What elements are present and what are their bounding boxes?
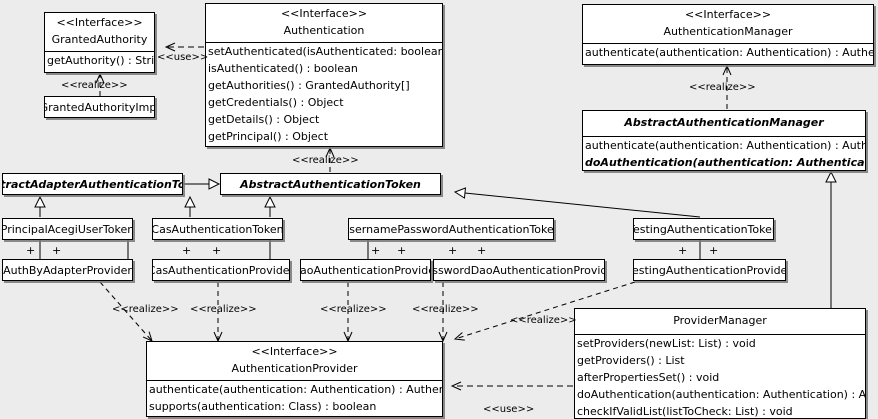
class-box-principal-acegi-user-token[interactable]: PrincipalAcegiUserToken — [2, 218, 133, 240]
edge-label-realize-abstractauthenticationtoken: <<realize>> — [292, 155, 359, 166]
association-marker: + — [448, 244, 458, 257]
edge-label-realize-grantedauthorityimpl: <<realize>> — [61, 80, 128, 91]
class-name-label: AbstractAdapterAuthenticationToken — [3, 177, 182, 191]
member-row: setAuthenticated(isAuthenticated: boolea… — [208, 45, 442, 58]
association-marker: + — [397, 244, 407, 257]
class-box-password-dao-authentication-provider[interactable]: PasswordDaoAuthenticationProvider — [433, 259, 605, 281]
class-name-label: CasAuthenticationToken — [152, 222, 283, 236]
edge-label-realize-authbyadapter: <<realize>> — [112, 304, 179, 315]
edge-label-realize-cas: <<realize>> — [190, 304, 257, 315]
association-marker: + — [52, 244, 62, 257]
class-name-label: AuthenticationManager — [663, 25, 793, 38]
stereotype-label: <<Interface>> — [684, 8, 772, 21]
association-marker: + — [678, 244, 688, 257]
member-row: getAuthority() : String — [47, 54, 155, 67]
member-row: getAuthorities() : GrantedAuthority[] — [208, 79, 410, 92]
class-name-label: TestingAuthenticationProvider — [633, 263, 786, 277]
class-box-provider-manager[interactable]: ProviderManager setProviders(newList: Li… — [574, 308, 866, 419]
association-marker: + — [371, 244, 381, 257]
class-box-auth-by-adapter-provider[interactable]: AuthByAdapterProvider — [2, 259, 133, 281]
class-box-authentication-provider[interactable]: <<Interface>> AuthenticationProvider aut… — [146, 341, 443, 417]
class-box-cas-authentication-provider[interactable]: CasAuthenticationProvider — [152, 259, 290, 281]
class-box-testing-authentication-provider[interactable]: TestingAuthenticationProvider — [633, 259, 786, 281]
members-compartment: setProviders(newList: List) : void getPr… — [575, 334, 866, 418]
class-name-label: AbstractAuthenticationToken — [240, 177, 421, 191]
member-row: checkIfValidList(listToCheck: List) : vo… — [577, 405, 793, 418]
edge-label-use-authentication-grantedauthority: <<use>> — [157, 52, 209, 63]
class-name-label: GrantedAuthorityImpl — [44, 100, 155, 114]
class-name-label: AuthenticationProvider — [231, 362, 358, 375]
class-header-authentication-provider: <<Interface>> AuthenticationProvider — [147, 342, 442, 380]
member-row: authenticate(authentication: Authenticat… — [149, 383, 442, 396]
edge-label-use-providermanager-authenticationprovider: <<use>> — [483, 404, 535, 415]
association-marker: + — [477, 244, 487, 257]
edge-label-realize-abstractauthenticationmanager: <<realize>> — [689, 82, 756, 93]
member-row: authenticate(authentication: Authenticat… — [585, 46, 874, 59]
member-row: supports(authentication: Class) : boolea… — [149, 400, 377, 413]
member-row: getCredentials() : Object — [208, 96, 344, 109]
member-row: isAuthenticated() : boolean — [208, 62, 358, 75]
class-name-label: AuthByAdapterProvider — [3, 263, 132, 277]
member-row: authenticate(authentication: Authenticat… — [585, 139, 865, 152]
members-compartment: authenticate(authentication: Authenticat… — [147, 380, 442, 415]
stereotype-label: <<Interface>> — [251, 345, 338, 358]
class-name-label: UsernamePasswordAuthenticationToken — [348, 222, 554, 236]
association-marker: + — [182, 244, 192, 257]
class-box-cas-authentication-token[interactable]: CasAuthenticationToken — [152, 218, 283, 240]
class-box-testing-authentication-token[interactable]: TestingAuthenticationToken — [633, 218, 774, 240]
class-box-username-password-authentication-token[interactable]: UsernamePasswordAuthenticationToken — [348, 218, 554, 240]
association-marker: + — [212, 244, 222, 257]
stereotype-label: <<Interface>> — [56, 16, 143, 29]
class-name-label: AbstractAuthenticationManager — [624, 116, 824, 129]
class-header-abstract-authentication-manager: AbstractAuthenticationManager — [583, 111, 865, 134]
edge-label-realize-dao: <<realize>> — [320, 304, 387, 315]
class-box-granted-authority[interactable]: <<Interface>> GrantedAuthority getAuthor… — [44, 12, 155, 73]
member-row: afterPropertiesSet() : void — [577, 371, 720, 384]
member-row: getProviders() : List — [577, 354, 685, 367]
members-compartment: authenticate(authentication: Authenticat… — [583, 136, 865, 170]
class-name-label: GrantedAuthority — [51, 33, 148, 46]
edge-label-realize-testing: <<realize>> — [510, 315, 577, 326]
class-box-authentication-manager[interactable]: <<Interface>> AuthenticationManager auth… — [582, 4, 874, 65]
member-row: getPrincipal() : Object — [208, 130, 329, 143]
member-row: doAuthentication(authentication: Authent… — [577, 388, 866, 401]
class-box-abstract-adapter-authentication-token[interactable]: AbstractAdapterAuthenticationToken — [2, 173, 183, 195]
member-row: getDetails() : Object — [208, 113, 320, 126]
member-row: doAuthentication(authentication: Authent… — [585, 156, 865, 169]
association-marker: + — [709, 244, 719, 257]
class-name-label: Authentication — [283, 24, 365, 37]
class-name-label: DaoAuthenticationProvider — [300, 263, 430, 277]
class-name-label: CasAuthenticationProvider — [152, 263, 290, 277]
class-box-abstract-authentication-token[interactable]: AbstractAuthenticationToken — [220, 173, 441, 195]
class-header-authentication-manager: <<Interface>> AuthenticationManager — [583, 5, 873, 43]
class-header-provider-manager: ProviderManager — [575, 309, 865, 332]
members-compartment: getAuthority() : String — [45, 51, 154, 69]
class-header-authentication: <<Interface>> Authentication — [206, 4, 442, 42]
members-compartment: setAuthenticated(isAuthenticated: boolea… — [206, 42, 442, 145]
members-compartment: authenticate(authentication: Authenticat… — [583, 43, 873, 61]
class-box-authentication[interactable]: <<Interface>> Authentication setAuthenti… — [205, 3, 443, 147]
class-name-label: TestingAuthenticationToken — [633, 222, 774, 236]
class-name-label: PasswordDaoAuthenticationProvider — [433, 263, 604, 277]
class-name-label: ProviderManager — [673, 314, 767, 327]
member-row: setProviders(newList: List) : void — [577, 337, 756, 350]
class-header-granted-authority: <<Interface>> GrantedAuthority — [45, 13, 154, 51]
class-box-granted-authority-impl[interactable]: GrantedAuthorityImpl — [44, 96, 155, 118]
stereotype-label: <<Interface>> — [280, 7, 368, 20]
class-box-abstract-authentication-manager[interactable]: AbstractAuthenticationManager authentica… — [582, 110, 866, 171]
class-name-label: PrincipalAcegiUserToken — [2, 222, 133, 236]
class-box-dao-authentication-provider[interactable]: DaoAuthenticationProvider — [300, 259, 431, 281]
edge-label-realize-passworddao: <<realize>> — [412, 304, 479, 315]
association-marker: + — [26, 244, 36, 257]
